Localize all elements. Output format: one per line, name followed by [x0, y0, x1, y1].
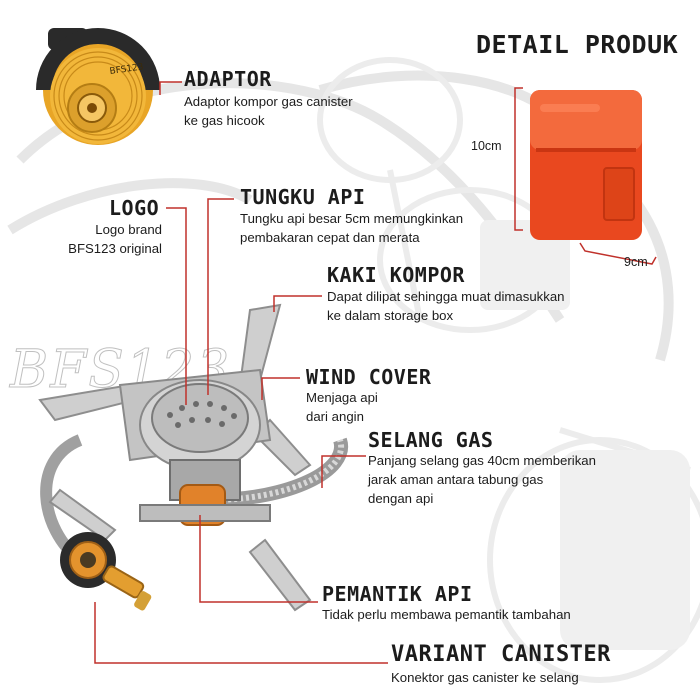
- wind-line: Menjaga api: [306, 390, 378, 405]
- logo-title: LOGO: [109, 196, 160, 220]
- tungku-description: Tungku api besar 5cm memungkinkan pembak…: [240, 209, 463, 247]
- variant-title: VARIANT CANISTER: [391, 642, 611, 667]
- adaptor-title: ADAPTOR: [184, 67, 272, 91]
- logo-line: Logo brand: [95, 222, 162, 237]
- selang-line: Panjang selang gas 40cm memberikan: [368, 453, 596, 468]
- page-title: DETAIL PRODUK: [476, 30, 679, 59]
- logo-line: BFS123 original: [68, 241, 162, 256]
- stove-image: [38, 303, 349, 612]
- wind-description: Menjaga api dari angin: [306, 388, 378, 426]
- adaptor-description: Adaptor kompor gas canister ke gas hicoo…: [184, 92, 353, 130]
- adaptor-line: Adaptor kompor gas canister: [184, 94, 353, 109]
- pemantik-title: PEMANTIK API: [322, 582, 473, 606]
- kaki-line: ke dalam storage box: [327, 308, 454, 323]
- wind-line: dari angin: [306, 409, 364, 424]
- logo-description: Logo brand BFS123 original: [50, 220, 162, 258]
- adaptor-line: ke gas hicook: [184, 113, 265, 128]
- box-height-label: 10cm: [471, 139, 502, 153]
- pemantik-line: Tidak perlu membawa pemantik tambahan: [322, 607, 571, 622]
- tungku-line: pembakaran cepat dan merata: [240, 230, 420, 245]
- tungku-line: Tungku api besar 5cm memungkinkan: [240, 211, 464, 226]
- variant-line: Konektor gas canister ke selang: [391, 670, 579, 685]
- selang-line: dengan api: [368, 491, 434, 506]
- kaki-title: KAKI KOMPOR: [327, 263, 465, 287]
- tungku-title: TUNGKU API: [240, 185, 366, 209]
- storage-box-image: [530, 90, 642, 240]
- pemantik-description: Tidak perlu membawa pemantik tambahan: [322, 605, 571, 624]
- selang-description: Panjang selang gas 40cm memberikan jarak…: [368, 451, 596, 508]
- kaki-line: Dapat dilipat sehingga muat dimasukkan: [327, 289, 565, 304]
- wind-title: WIND COVER: [306, 365, 432, 389]
- box-width-label: 9cm: [624, 255, 648, 269]
- variant-description: Konektor gas canister ke selang: [391, 668, 579, 687]
- adaptor-image: BFS123: [36, 28, 160, 145]
- selang-title: SELANG GAS: [368, 428, 494, 452]
- selang-line: jarak aman antara tabung gas: [368, 472, 544, 487]
- adaptor-brand-text: BFS123: [109, 62, 144, 77]
- kaki-description: Dapat dilipat sehingga muat dimasukkan k…: [327, 287, 565, 325]
